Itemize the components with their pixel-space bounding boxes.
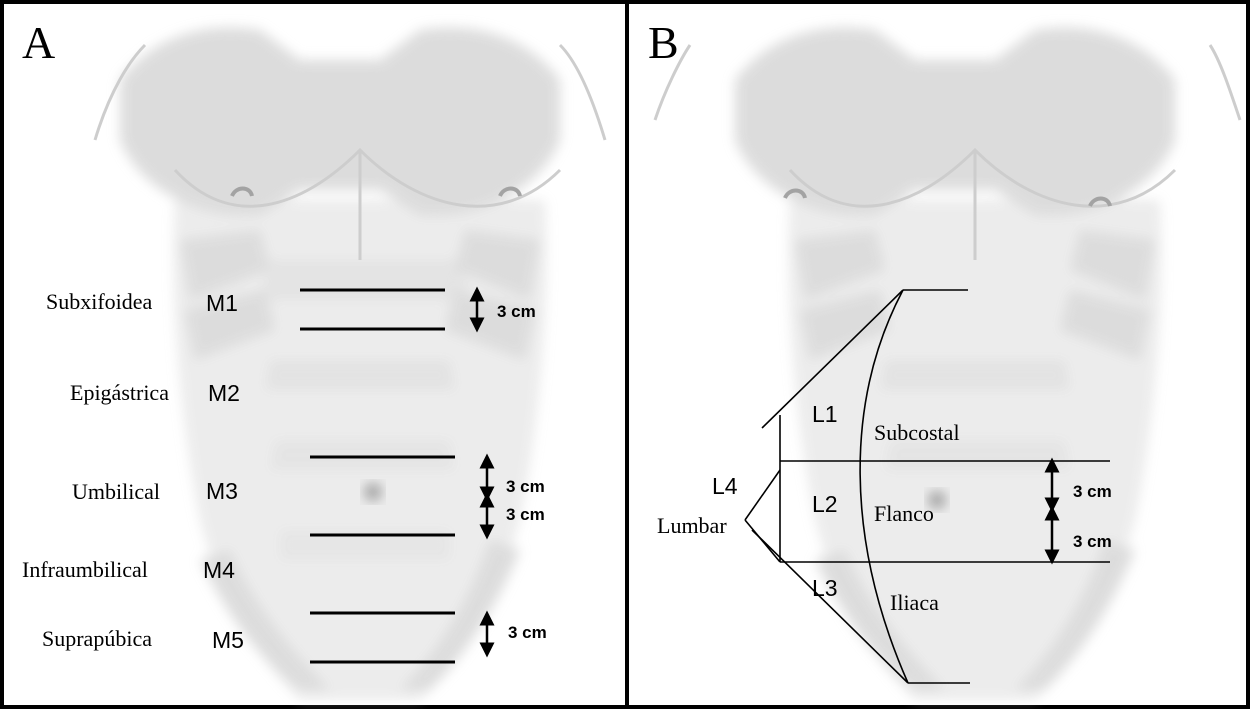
region-name: Umbilical xyxy=(72,479,160,504)
region-code-l3: L3 xyxy=(812,575,838,601)
region-code: M3 xyxy=(206,478,238,504)
region-code-l1: L1 xyxy=(812,401,838,427)
measure-label: 3 cm xyxy=(506,477,545,496)
region-name: Suprapúbica xyxy=(42,626,152,651)
measure-label: 3 cm xyxy=(1073,482,1112,501)
panel-b-letter: B xyxy=(648,17,679,68)
measure-label: 3 cm xyxy=(506,505,545,524)
region-code: M5 xyxy=(212,627,244,653)
measure-label: 3 cm xyxy=(497,302,536,321)
panel-a-letter: A xyxy=(22,17,55,68)
measure-label: 3 cm xyxy=(1073,532,1112,551)
region-name-lumbar: Lumbar xyxy=(657,513,727,538)
region-name-iliaca: Iliaca xyxy=(890,590,939,615)
region-name-subcostal: Subcostal xyxy=(874,420,960,445)
measure-label: 3 cm xyxy=(508,623,547,642)
region-name: Epigástrica xyxy=(70,380,169,405)
region-code: M2 xyxy=(208,380,240,406)
region-code: M4 xyxy=(203,557,235,583)
region-code-l4: L4 xyxy=(712,473,738,499)
region-code-l2: L2 xyxy=(812,491,838,517)
region-code: M1 xyxy=(206,290,238,316)
region-name: Subxifoidea xyxy=(46,289,153,314)
region-name-flanco: Flanco xyxy=(874,501,934,526)
region-name: Infraumbilical xyxy=(22,557,148,582)
